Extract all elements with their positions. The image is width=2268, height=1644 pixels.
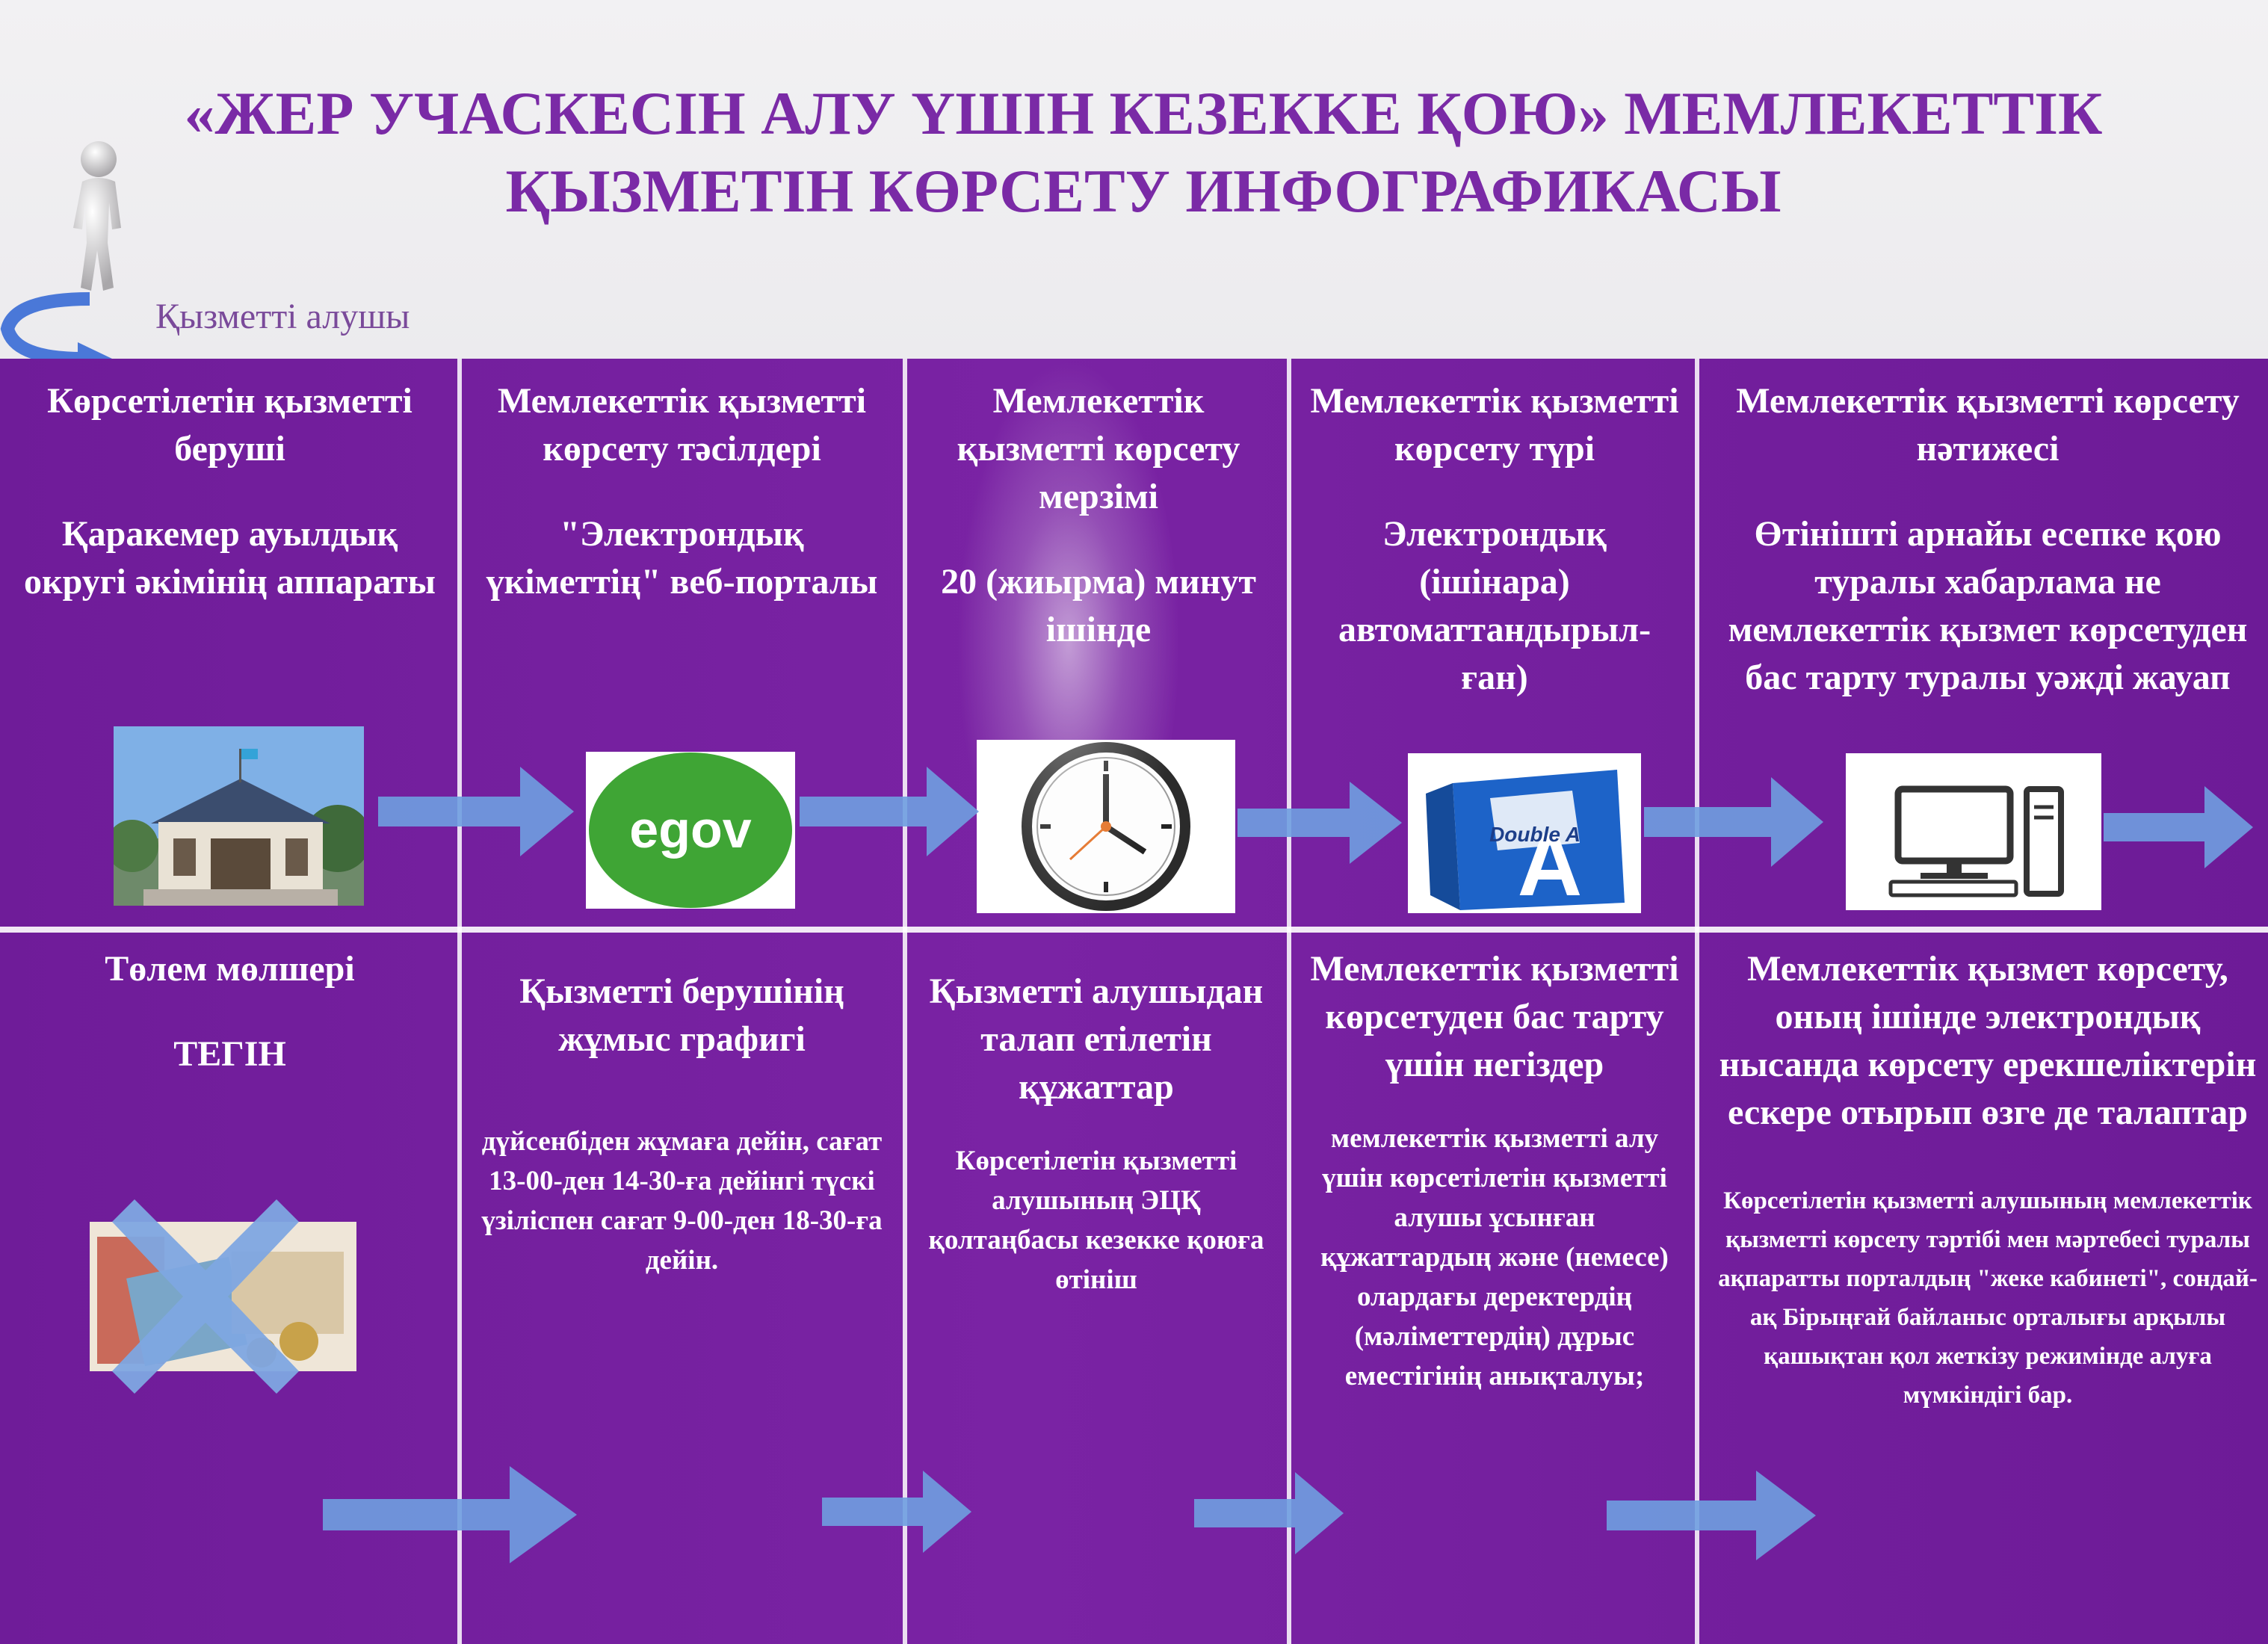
payment-heading: Төлем мөлшері <box>105 949 355 989</box>
column-divider <box>457 359 462 1644</box>
schedule-cell: Қызметті берушінің жұмыс графигі дүйсенб… <box>478 968 886 1280</box>
payment-value: ТЕГІН <box>173 1034 286 1074</box>
computer-icon <box>1846 753 2101 910</box>
provider-heading: Көрсетілетін қызметті беруші <box>47 381 412 469</box>
flow-arrow-icon <box>1607 1471 1816 1560</box>
svg-text:A: A <box>1518 815 1583 913</box>
paper-pack-image: A Double A <box>1408 753 1641 913</box>
schedule-heading: Қызметті берушінің жұмыс графигі <box>519 971 844 1059</box>
documents-cell: Қызметті алушыдан талап етілетін құжатта… <box>921 968 1272 1300</box>
other-requirements-cell: Мемлекеттік қызмет көрсету, оның ішінде … <box>1711 945 2264 1415</box>
column-divider <box>1287 359 1291 1644</box>
government-building-image <box>114 726 364 906</box>
result-heading: Мемлекеттік қызметті көрсету нәтижесі <box>1736 381 2240 469</box>
clock-image <box>977 740 1235 913</box>
term-heading: Мемлекеттік қызметті көрсету мерзімі <box>957 381 1240 516</box>
flow-arrow-icon <box>378 767 574 856</box>
column-divider <box>1695 359 1699 1644</box>
payment-cell: Төлем мөлшері ТЕГІН <box>15 945 445 1078</box>
flow-arrow-icon <box>1237 782 1402 864</box>
refusal-cell: Мемлекеттік қызметті көрсетуден бас тарт… <box>1308 945 1681 1396</box>
result-value: Өтінішті арнайы есепке қою туралы хабарл… <box>1728 514 2248 697</box>
refusal-heading: Мемлекеттік қызметті көрсетуден бас тарт… <box>1310 949 1679 1084</box>
methods-heading: Мемлекеттік қызметті көрсету тәсілдері <box>497 381 867 469</box>
provider-value: Қаракемер ауылдық округі әкімінің аппара… <box>23 514 436 602</box>
service-recipient-label: Қызметті алушы <box>155 297 410 336</box>
column-divider <box>903 359 907 1644</box>
flow-arrow-icon <box>2104 786 2253 868</box>
computer-image <box>1846 753 2101 910</box>
page-title: «ЖЕР УЧАСКЕСІН АЛУ ҮШІН КЕЗЕКKЕ ҚОЮ» МЕМ… <box>90 75 2197 230</box>
paper-brand-text: Double A <box>1489 823 1581 846</box>
header-band <box>0 0 2268 359</box>
term-value: 20 (жиырма) минут ішінде <box>941 562 1256 649</box>
egov-logo-text: egov <box>629 800 751 859</box>
type-heading: Мемлекеттік қызметті көрсету түрі <box>1310 381 1679 469</box>
result-cell: Мемлекеттік қызметті көрсету нәтижесі Өт… <box>1711 377 2264 702</box>
documents-heading: Қызметті алушыдан талап етілетін құжатта… <box>929 971 1264 1107</box>
title-line-2: ҚЫЗМЕТІН КӨРСЕТУ ИНФОГРАФИКАСЫ <box>505 157 1782 225</box>
type-cell: Мемлекеттік қызметті көрсету түрі Электр… <box>1308 377 1681 702</box>
schedule-value: дүйсенбіден жұмаға дейін, сағат 13-00-де… <box>481 1126 883 1276</box>
cross-mark-icon <box>112 1199 299 1394</box>
flow-arrow-icon <box>1194 1472 1344 1554</box>
flow-arrow-icon <box>822 1471 971 1553</box>
refusal-value: мемлекеттік қызметті алу үшін көрсетілет… <box>1320 1123 1669 1391</box>
flow-arrow-icon <box>1644 777 1823 867</box>
clock-icon <box>977 740 1235 913</box>
type-value: Электрондық (ішінара) автоматтандырыл-ға… <box>1338 514 1651 697</box>
documents-value: Көрсетілетін қызметті алушының ЭЦҚ қолта… <box>928 1146 1264 1295</box>
title-line-1: «ЖЕР УЧАСКЕСІН АЛУ ҮШІН КЕЗЕКKЕ ҚОЮ» МЕМ… <box>184 79 2103 147</box>
methods-value: "Электрондық үкіметтің" веб-порталы <box>486 514 878 602</box>
egov-logo: egov <box>586 752 795 909</box>
flow-arrow-icon <box>323 1466 577 1563</box>
other-requirements-value: Көрсетілетін қызметті алушының мемлекетт… <box>1718 1187 2258 1409</box>
person-figure-icon <box>73 141 121 291</box>
term-cell: Мемлекеттік қызметті көрсету мерзімі 20 … <box>927 377 1270 654</box>
flow-arrow-icon <box>800 767 979 856</box>
methods-cell: Мемлекеттік қызметті көрсету тәсілдері "… <box>478 377 886 606</box>
row-divider <box>0 927 2268 933</box>
other-requirements-heading: Мемлекеттік қызмет көрсету, оның ішінде … <box>1719 949 2257 1132</box>
provider-cell: Көрсетілетін қызметті беруші Қаракемер а… <box>15 377 445 606</box>
